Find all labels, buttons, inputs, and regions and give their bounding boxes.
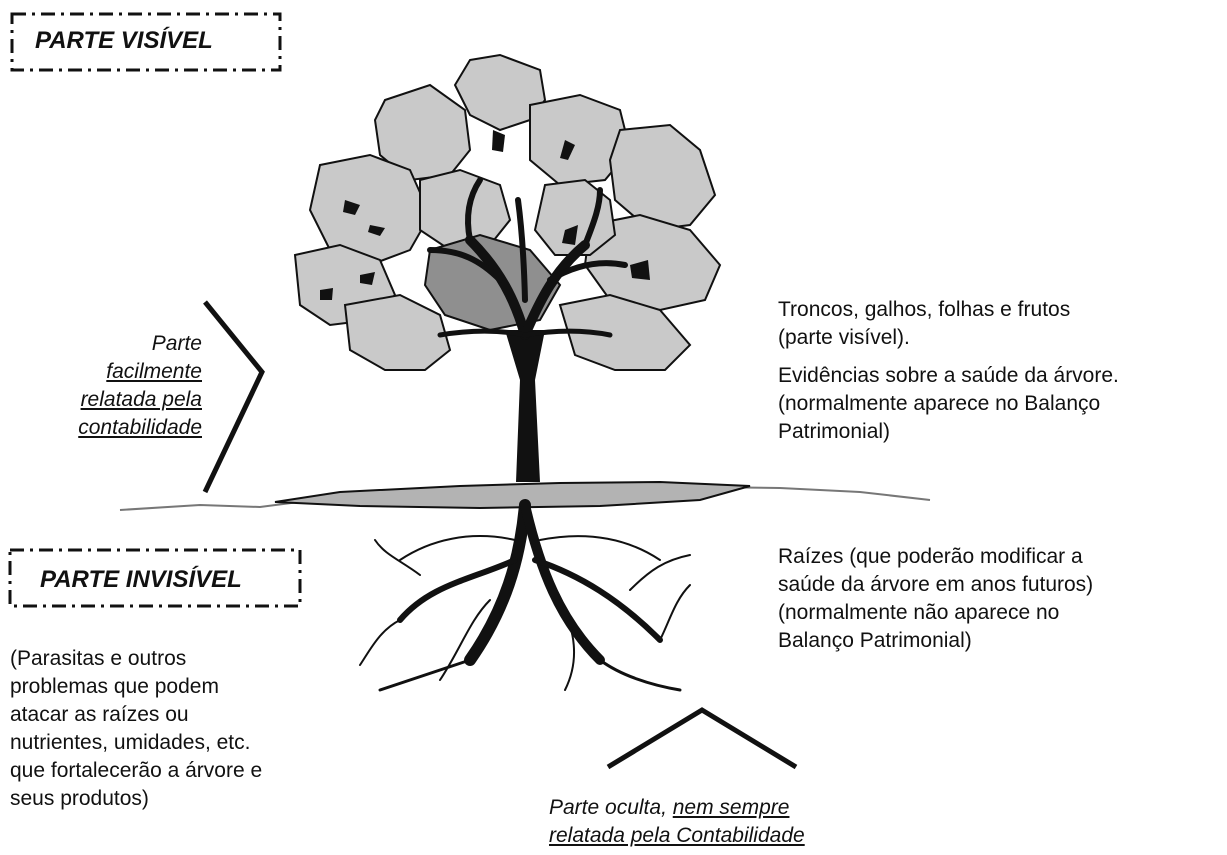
bottom-note-line1: Parte oculta, nem sempre: [549, 794, 889, 822]
right-bottom-line3: (normalmente não aparece no: [778, 599, 1218, 627]
roots: [360, 505, 690, 690]
visible-part-label: PARTE VISÍVEL: [35, 27, 213, 55]
right-bottom-line4: Balanço Patrimonial): [778, 627, 1218, 655]
left-bottom-line1: (Parasitas e outros: [10, 645, 310, 673]
left-note-line1: Parte: [40, 330, 202, 358]
left-note: Parte facilmente relatada pela contabili…: [40, 330, 202, 442]
soil-patch: [275, 482, 750, 508]
left-note-line4: contabilidade: [40, 414, 202, 442]
right-top-line5: Patrimonial): [778, 418, 1218, 446]
left-note-line2: facilmente: [40, 358, 202, 386]
right-bottom-line1: Raízes (que poderão modificar a: [778, 543, 1218, 571]
left-bracket: [205, 302, 262, 492]
right-top-line1: Troncos, galhos, folhas e frutos: [778, 296, 1218, 324]
bottom-bracket: [608, 710, 796, 767]
right-top-text: Troncos, galhos, folhas e frutos (parte …: [778, 296, 1218, 446]
bottom-note-plain: Parte oculta,: [549, 796, 673, 819]
left-bottom-line3: atacar as raízes ou: [10, 701, 310, 729]
left-bottom-line6: seus produtos): [10, 785, 310, 813]
bottom-note: Parte oculta, nem sempre relatada pela C…: [549, 794, 889, 850]
left-bottom-text: (Parasitas e outros problemas que podem …: [10, 645, 310, 813]
left-bottom-line2: problemas que podem: [10, 673, 310, 701]
bottom-note-underlined: nem sempre: [673, 796, 790, 819]
invisible-part-label: PARTE INVISÍVEL: [40, 566, 242, 594]
right-top-line4: (normalmente aparece no Balanço: [778, 390, 1218, 418]
left-note-line3: relatada pela: [40, 386, 202, 414]
right-top-line2: (parte visível).: [778, 324, 1218, 352]
left-bottom-line4: nutrientes, umidades, etc.: [10, 729, 310, 757]
bottom-note-line2: relatada pela Contabilidade: [549, 822, 889, 850]
right-top-line3: Evidências sobre a saúde da árvore.: [778, 362, 1218, 390]
right-bottom-text: Raízes (que poderão modificar a saúde da…: [778, 543, 1218, 655]
left-bottom-line5: que fortalecerão a árvore e: [10, 757, 310, 785]
right-bottom-line2: saúde da árvore em anos futuros): [778, 571, 1218, 599]
trunk: [505, 330, 545, 482]
